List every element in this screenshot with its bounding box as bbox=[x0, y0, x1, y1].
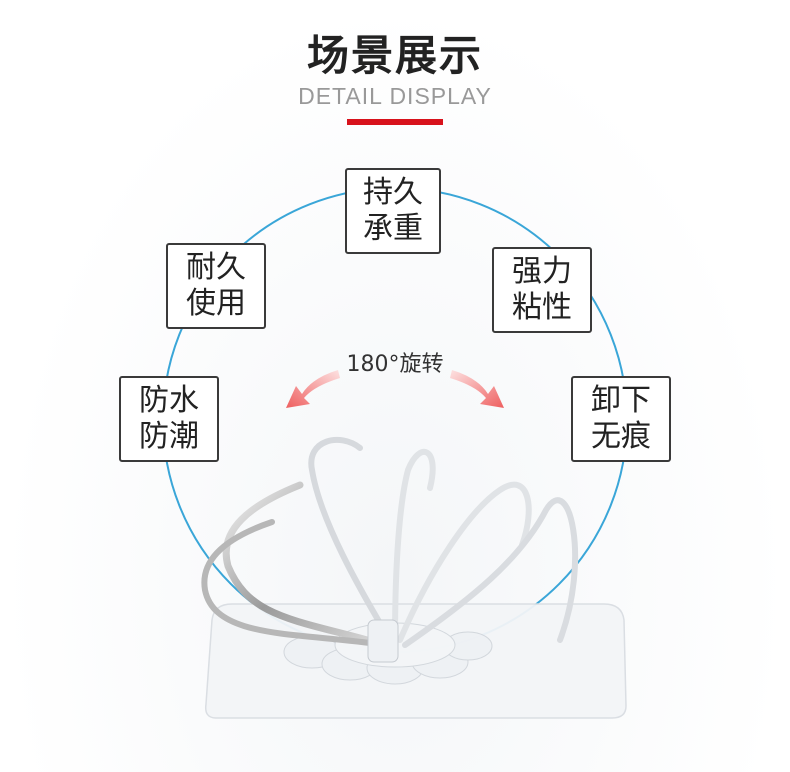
page-title: 场景展示 bbox=[306, 31, 483, 80]
page-subtitle: DETAIL DISPLAY bbox=[298, 83, 492, 109]
metal-hooks bbox=[201, 437, 579, 649]
feature-label-durable-load: 持久 承重 bbox=[345, 168, 441, 254]
hook-hub bbox=[367, 619, 399, 663]
feature-label-waterproof: 防水 防潮 bbox=[119, 376, 219, 462]
rotate-right-arrow-icon bbox=[450, 370, 504, 408]
title-underline bbox=[347, 119, 443, 125]
feature-label-long-lasting: 耐久 使用 bbox=[166, 243, 266, 329]
feature-label-traceless-removal: 卸下 无痕 bbox=[571, 376, 671, 462]
flower-base bbox=[283, 622, 493, 685]
rotate-left-arrow-icon bbox=[286, 370, 340, 408]
rotation-label: 180°旋转 bbox=[346, 352, 444, 377]
feature-label-strong-adhesion: 强力 粘性 bbox=[492, 247, 592, 333]
